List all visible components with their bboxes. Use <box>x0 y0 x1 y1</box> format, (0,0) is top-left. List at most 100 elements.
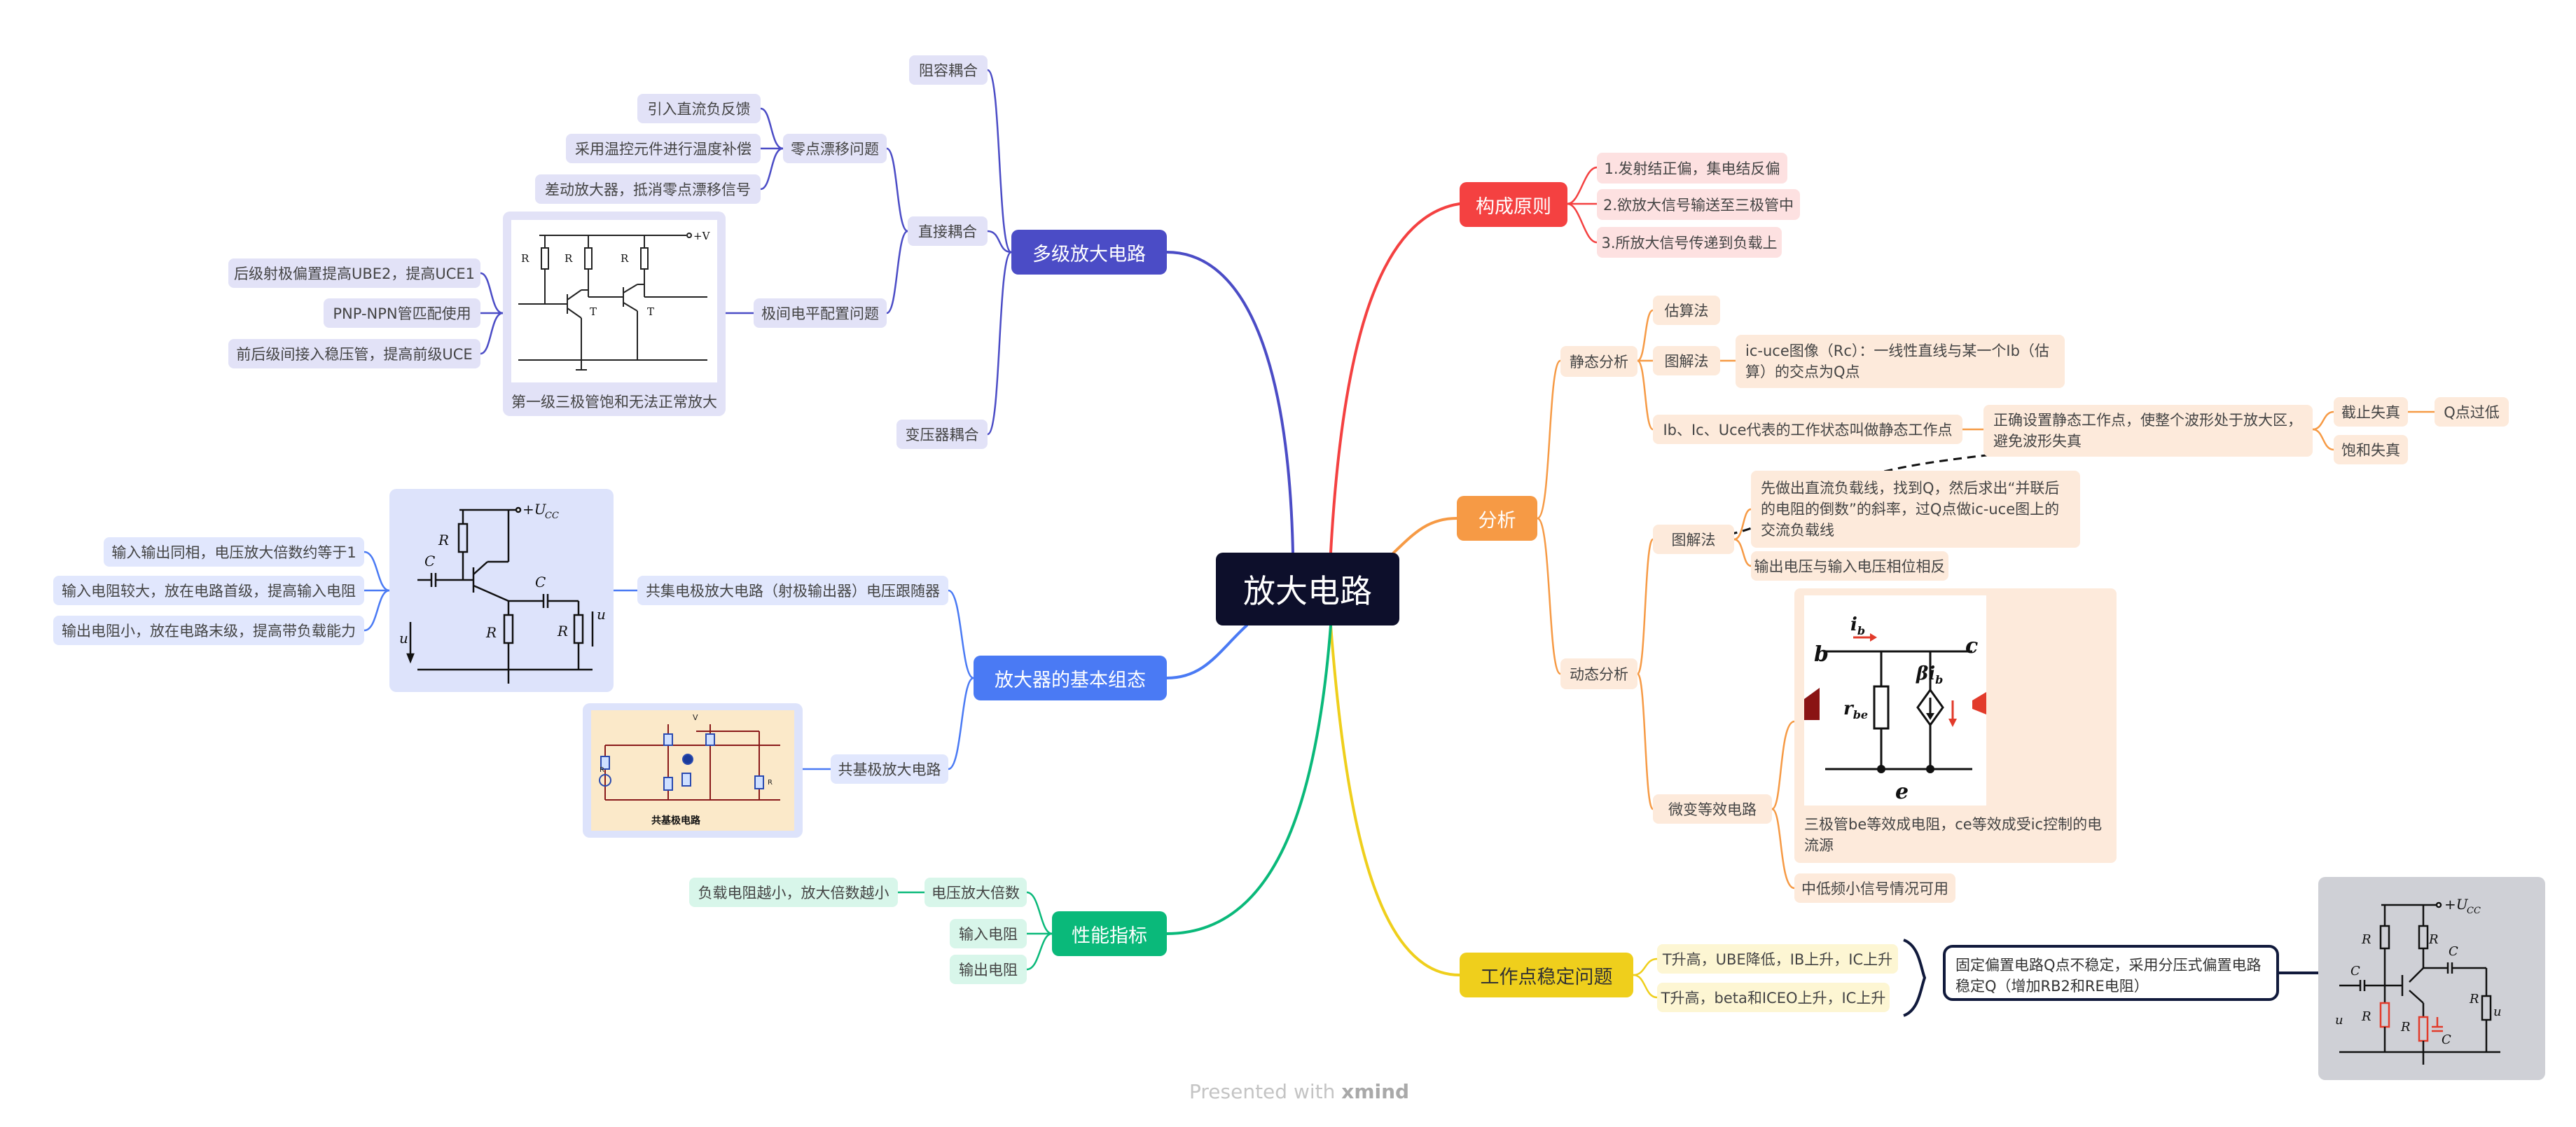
svg-text:T: T <box>590 305 597 318</box>
svg-text:R: R <box>2361 1009 2371 1024</box>
svg-text:R: R <box>600 766 604 774</box>
svg-text:u: u <box>2493 1004 2502 1019</box>
equivalent-circuit-card[interactable]: b c e ib rbe βib 三极管be等效成电阻，ce等效成受ic控制的电… <box>1794 588 2117 863</box>
svg-text:R: R <box>521 252 529 265</box>
phase-inverted[interactable]: 输出电压与输入电压相位相反 <box>1751 551 1948 581</box>
svg-text:+V: +V <box>693 230 711 242</box>
xmind-logo: xmind <box>1341 1080 1410 1103</box>
cc-item-1[interactable]: 输入输出同相，电压放大倍数约等于1 <box>104 537 364 567</box>
topic-composition[interactable]: 构成原则 <box>1460 182 1567 227</box>
level-item-3[interactable]: 前后级间接入稳压管，提高前级UCE <box>228 339 480 368</box>
common-collector-circuit-diagram: +U CC R C C R R u u <box>399 501 606 684</box>
drift-item-2[interactable]: 采用温控元件进行温度补偿 <box>566 134 761 163</box>
direct-coupling-circuit-image: +V R R R T T <box>511 220 717 382</box>
topic-performance[interactable]: 性能指标 <box>1052 911 1167 956</box>
svg-text:R: R <box>768 779 773 787</box>
divider-bias-circuit-card[interactable]: +U CC R R C C R R C R u u <box>2318 877 2545 1080</box>
direct-coupling-caption: 第一级三极管饱和无法正常放大 <box>511 394 717 410</box>
drift-item-1[interactable]: 引入直流负反馈 <box>637 94 761 123</box>
svg-text:C: C <box>2449 944 2458 959</box>
beta-ib-label: βib <box>1916 663 1943 686</box>
svg-text:R: R <box>557 623 568 639</box>
node-b-label: b <box>1814 642 1829 667</box>
svg-text:u: u <box>597 606 606 623</box>
topic-stability[interactable]: 工作点稳定问题 <box>1460 953 1633 997</box>
svg-text:R: R <box>565 252 573 265</box>
svg-text:V: V <box>693 713 698 722</box>
gain-desc[interactable]: 负载电阻越小，放大倍数越小 <box>689 878 898 907</box>
rbe-label: rbe <box>1843 698 1868 721</box>
svg-text:C: C <box>424 553 435 569</box>
static-qpoint[interactable]: Ib、Ic、Uce代表的工作状态叫做静态工作点 <box>1653 415 1962 444</box>
stability-item-1[interactable]: T升高，UBE降低，IB上升，IC上升 <box>1657 944 1898 974</box>
small-signal-equivalent[interactable]: 微变等效电路 <box>1653 794 1772 824</box>
svg-text:CC: CC <box>2467 906 2481 916</box>
dynamic-analysis[interactable]: 动态分析 <box>1560 658 1637 689</box>
node-e-label: e <box>1895 780 1909 804</box>
rc-coupling[interactable]: 阻容耦合 <box>909 55 988 85</box>
level-config[interactable]: 极间电平配置问题 <box>754 298 887 328</box>
direct-coupling-circuit-card[interactable]: +V R R R T T 第一级三极管饱和无法正常放大 <box>503 212 726 416</box>
input-resistance[interactable]: 输入电阻 <box>950 919 1027 948</box>
direct-coupling-circuit-diagram: +V R R R T T <box>518 230 711 371</box>
transformer-coupling[interactable]: 变压器耦合 <box>896 420 988 449</box>
saturation-distortion[interactable]: 饱和失真 <box>2334 435 2408 464</box>
low-freq-note[interactable]: 中低频小信号情况可用 <box>1794 873 1955 903</box>
stability-solution[interactable]: 固定偏置电路Q点不稳定，采用分压式偏置电路稳定Q（增加RB2和RE电阻） <box>1943 945 2279 1001</box>
static-analysis[interactable]: 静态分析 <box>1560 346 1637 377</box>
common-collector[interactable]: 共集电极放大电路（射极输出器）电压跟随器 <box>637 576 948 605</box>
level-item-2[interactable]: PNP-NPN管匹配使用 <box>324 298 480 328</box>
topic-analysis[interactable]: 分析 <box>1457 496 1537 541</box>
presented-with-footer: Presented with xmind <box>1189 1080 1409 1103</box>
svg-text:R: R <box>438 532 449 548</box>
composition-item-2[interactable]: 2.欲放大信号输送至三极管中 <box>1597 189 1800 220</box>
drift-item-3[interactable]: 差动放大器，抵消零点漂移信号 <box>535 174 761 204</box>
static-graphic-desc[interactable]: ic-uce图像（Rc）：一线性直线与某一个Ib（估算）的交点为Q点 <box>1736 335 2065 388</box>
stability-item-2[interactable]: T升高，beta和ICEO上升，IC上升 <box>1657 983 1890 1012</box>
svg-text:C: C <box>2350 964 2360 979</box>
cc-item-2[interactable]: 输入电阻较大，放在电路首级，提高输入电阻 <box>53 576 364 605</box>
dynamic-graphic-method[interactable]: 图解法 <box>1653 525 1734 554</box>
footer-prefix: Presented with <box>1189 1080 1342 1103</box>
cc-item-3[interactable]: 输出电阻小，放在电路末级，提高带负载能力 <box>53 616 364 645</box>
equiv-desc: 三极管be等效成电阻，ce等效成受ic控制的电流源 <box>1804 816 2103 854</box>
cutoff-desc[interactable]: Q点过低 <box>2435 397 2509 427</box>
zero-drift[interactable]: 零点漂移问题 <box>783 134 887 163</box>
divider-bias-circuit-diagram: +U CC R R C C R R C R u u <box>2335 896 2502 1065</box>
svg-text:R: R <box>2469 992 2479 1007</box>
dynamic-graphic-desc[interactable]: 先做出直流负载线，找到Q，然后求出“并联后的电阻的倒数”的斜率，过Q点做ic-u… <box>1751 471 2080 548</box>
qpoint-desc[interactable]: 正确设置静态工作点，使整个波形处于放大区，避免波形失真 <box>1983 405 2313 457</box>
direct-coupling[interactable]: 直接耦合 <box>908 216 988 246</box>
output-resistance[interactable]: 输出电阻 <box>950 955 1027 984</box>
svg-text:C: C <box>535 574 546 590</box>
level-item-1[interactable]: 后级射极偏置提高UBE2，提高UCE1 <box>228 258 480 288</box>
estimate-method[interactable]: 估算法 <box>1653 296 1720 325</box>
svg-text:u: u <box>399 630 408 647</box>
node-c-label: c <box>1965 634 1978 658</box>
svg-text:CC: CC <box>545 511 559 521</box>
common-base-caption: 共基极电路 <box>651 815 701 827</box>
svg-text:R: R <box>485 624 497 641</box>
composition-item-3[interactable]: 3.所放大信号传递到负载上 <box>1597 227 1782 258</box>
central-topic[interactable]: 放大电路 <box>1216 553 1399 625</box>
common-collector-circuit-card[interactable]: +U CC R C C R R u u <box>389 489 614 692</box>
svg-text:R: R <box>621 252 629 265</box>
cutoff-distortion[interactable]: 截止失真 <box>2334 397 2408 427</box>
topic-multistage[interactable]: 多级放大电路 <box>1011 230 1167 275</box>
svg-text:u: u <box>2335 1013 2343 1028</box>
common-base-circuit-image: V R R 共基极电路 <box>591 710 794 831</box>
svg-text:R: R <box>2361 932 2371 947</box>
svg-text:+U: +U <box>522 501 547 518</box>
equivalent-circuit-image: b c e ib rbe βib <box>1804 595 1986 806</box>
static-graphic-method[interactable]: 图解法 <box>1653 346 1720 375</box>
ib-label: ib <box>1850 614 1865 637</box>
common-base-circuit-card[interactable]: V R R 共基极电路 <box>583 703 803 838</box>
topic-basic-configurations[interactable]: 放大器的基本组态 <box>974 656 1167 700</box>
svg-text:R: R <box>2428 932 2439 947</box>
voltage-gain[interactable]: 电压放大倍数 <box>925 878 1027 907</box>
common-base[interactable]: 共基极放大电路 <box>831 754 948 784</box>
composition-item-1[interactable]: 1.发射结正偏，集电结反偏 <box>1597 153 1787 184</box>
svg-text:T: T <box>647 305 654 318</box>
svg-text:+U: +U <box>2444 896 2469 913</box>
